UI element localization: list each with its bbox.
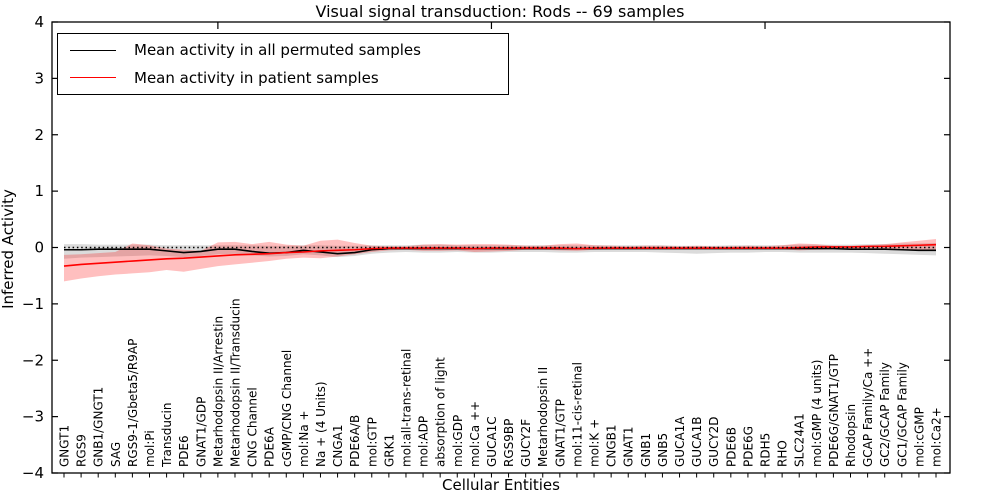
x-tick-label: GUCA1A [673, 416, 687, 467]
x-tick-label: GNB5 [656, 433, 670, 467]
x-tick-label: mol:Ca2+ [930, 407, 944, 467]
x-tick-label: CNGA1 [331, 425, 345, 468]
legend-label-patient: Mean activity in patient samples [134, 68, 379, 87]
x-tick-label: GNGT1 [58, 425, 72, 467]
x-tick-label: Metarhodopsin II/Arrestin [211, 316, 225, 467]
x-tick-label: GCAP Family/Ca ++ [861, 348, 875, 467]
x-tick-label: PDE6G [741, 426, 755, 467]
x-tick-label: Metarhodopsin II [536, 367, 550, 467]
x-tick-label: PDE6 [177, 435, 191, 467]
legend-entry-permuted: Mean activity in all permuted samples [58, 37, 508, 63]
y-tick-label: 2 [34, 126, 44, 144]
x-tick-label: mol:cGMP [912, 407, 926, 467]
x-tick-label: PDE6G/GNAT1/GTP [827, 354, 841, 467]
chart-title: Visual signal transduction: Rods -- 69 s… [315, 2, 685, 21]
x-tick-label: GNB1 [639, 433, 653, 467]
x-tick-label: Transducin [160, 403, 174, 468]
x-tick-label: GUCY2D [707, 417, 721, 467]
x-tick-label: mol:11-cis-retinal [570, 362, 584, 467]
x-tick-label: mol:GTP [365, 417, 379, 467]
x-tick-label: absorption of light [434, 357, 448, 467]
x-tick-label: RGS9 [75, 434, 89, 467]
y-tick-label: −4 [22, 464, 44, 482]
y-tick-label: −1 [22, 295, 44, 313]
y-tick-label: 0 [34, 239, 44, 257]
y-axis-label: Inferred Activity [0, 189, 17, 309]
x-tick-label: Metarhodopsin II/Transducin [228, 298, 242, 467]
x-tick-label: GNAT1/GDP [194, 397, 208, 467]
line-series-1 [63, 243, 937, 267]
x-tick-label: mol:all-trans-retinal [399, 349, 413, 467]
x-tick-label: CNGB1 [605, 424, 619, 467]
x-tick-label: mol:ADP [417, 416, 431, 467]
legend-label-permuted: Mean activity in all permuted samples [134, 41, 421, 60]
x-tick-label: CNG Channel [246, 387, 260, 467]
x-tick-label: GC2/GCAP Family [878, 362, 892, 467]
x-tick-label: GUCA1B [690, 416, 704, 467]
x-tick-label: RGS9BP [502, 419, 516, 467]
x-tick-label: mol:Pi [143, 430, 157, 467]
x-tick-label: mol:GDP [451, 415, 465, 467]
x-tick-label: PDE6B [724, 427, 738, 467]
x-tick-label: mol:Na + [297, 410, 311, 467]
x-tick-label: GUCY2F [519, 419, 533, 467]
x-tick-label: Rhodopsin [844, 404, 858, 467]
x-tick-label: SAG [109, 442, 123, 467]
y-tick-label: −3 [22, 408, 44, 426]
x-tick-label: PDE6A/B [348, 415, 362, 467]
y-tick-label: 3 [34, 69, 44, 87]
x-tick-label: cGMP/CNG Channel [280, 350, 294, 467]
y-tick-label: 1 [34, 182, 44, 200]
x-tick-label: PDE6A [263, 426, 277, 467]
x-tick-label: mol:K + [588, 419, 602, 467]
x-tick-label: Na + (4 Units) [314, 381, 328, 467]
x-tick-label: GUCA1C [485, 416, 499, 467]
x-tick-label: GNB1/GNGT1 [92, 387, 106, 467]
legend-line-red [70, 77, 116, 79]
x-tick-label: RHO [776, 440, 790, 467]
x-tick-label: GNAT1 [622, 426, 636, 467]
y-tick-label: −2 [22, 351, 44, 369]
band-series-1 [64, 239, 936, 282]
x-tick-label: SLC24A1 [793, 413, 807, 467]
legend: Mean activity in all permuted samples Me… [57, 33, 509, 95]
x-tick-label: GNAT1/GTP [553, 399, 567, 467]
x-tick-label: mol:Ca ++ [468, 401, 482, 467]
x-axis-label: Cellular Entities [442, 476, 560, 494]
x-tick-label: RDH5 [759, 433, 773, 467]
x-tick-label: mol:GMP (4 units) [810, 360, 824, 467]
x-tick-label: RGS9-1/Gbeta5/R9AP [126, 339, 140, 467]
legend-entry-patient: Mean activity in patient samples [58, 65, 508, 91]
legend-line-black [70, 49, 116, 51]
x-tick-label: GC1/GCAP Family [895, 362, 909, 467]
y-tick-label: 4 [34, 13, 44, 31]
x-tick-label: GRK1 [382, 434, 396, 467]
